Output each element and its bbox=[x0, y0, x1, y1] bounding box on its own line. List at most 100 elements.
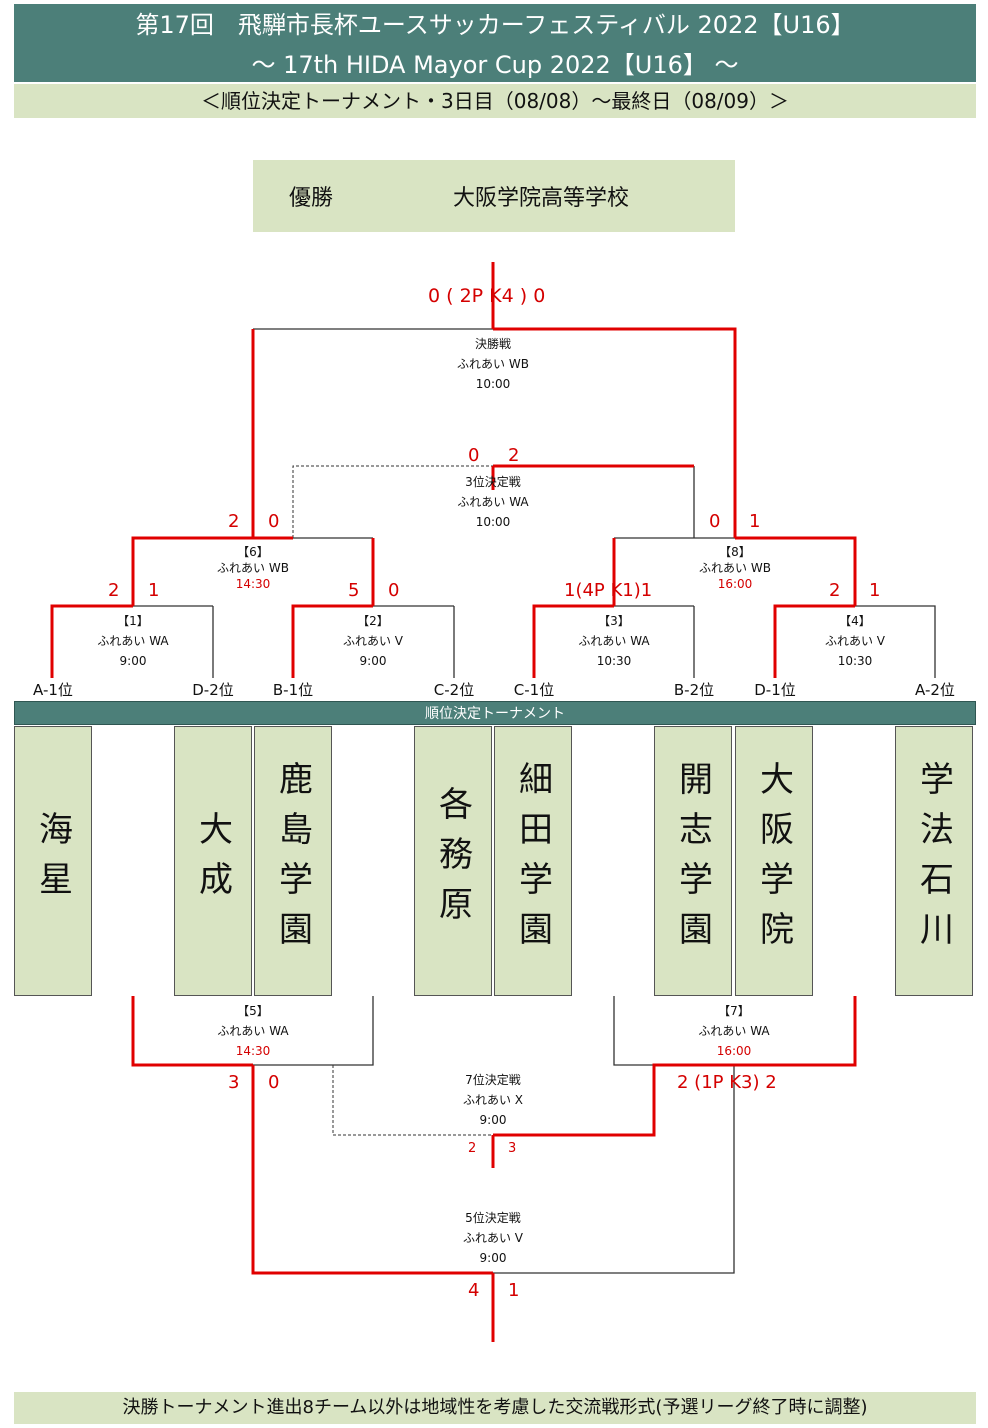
team-name: 開志学園 bbox=[672, 761, 713, 961]
win-m6 bbox=[131, 536, 293, 606]
subtitle: ＜順位決定トーナメント・3日目（08/08）～最終日（08/09）＞ bbox=[14, 84, 976, 118]
final-score: 0 ( 2P K4 ) 0 bbox=[428, 285, 546, 307]
m6-score-left: 2 bbox=[228, 511, 240, 532]
m6-info: 【6】 ふれあい WB 14:30 bbox=[183, 544, 323, 592]
fifth-score-right: 1 bbox=[508, 1280, 520, 1301]
m2-score-right: 0 bbox=[388, 580, 400, 601]
m3-score: 1(4P K1)1 bbox=[564, 580, 653, 601]
seventh-info: 7位決定戦 ふれあい X 9:00 bbox=[423, 1070, 563, 1130]
fifth-info: 5位決定戦 ふれあい V 9:00 bbox=[423, 1208, 563, 1268]
fifth-name: 5位決定戦 bbox=[465, 1211, 521, 1225]
m4-name: 【4】 bbox=[839, 614, 871, 628]
win-m5 bbox=[131, 996, 253, 1067]
team-column: 開志学園 bbox=[654, 726, 732, 996]
seventh-score-right: 3 bbox=[508, 1141, 517, 1156]
m4-score-right: 1 bbox=[869, 580, 881, 601]
win-m7 bbox=[734, 996, 857, 1067]
title-bar: 第17回 飛騨市長杯ユースサッカーフェスティバル 2022【U16】 ～ 17t… bbox=[14, 4, 976, 82]
team-column: 各務原 bbox=[414, 726, 492, 996]
m4-time: 10:30 bbox=[837, 654, 873, 668]
m8-time: 16:00 bbox=[717, 577, 753, 591]
third-name: 3位決定戦 bbox=[465, 475, 521, 489]
win-final-right bbox=[493, 327, 737, 538]
m7-info: 【7】 ふれあい WA 16:00 bbox=[664, 1001, 804, 1061]
team-name: 大阪学院 bbox=[753, 761, 794, 961]
seed-label: C-2位 bbox=[433, 681, 475, 699]
m6-time: 14:30 bbox=[235, 577, 271, 591]
final-venue: ふれあい WB bbox=[457, 357, 529, 371]
seed-label: D-2位 bbox=[192, 681, 234, 699]
third-score-right: 2 bbox=[508, 445, 520, 466]
team-name: 各務原 bbox=[432, 786, 473, 936]
line-m4-top bbox=[855, 605, 936, 678]
team-name: 学法石川 bbox=[913, 761, 954, 961]
third-time: 10:00 bbox=[475, 515, 511, 529]
third-venue: ふれあい WA bbox=[457, 495, 529, 509]
team-column: 大阪学院 bbox=[735, 726, 813, 996]
third-score-left: 0 bbox=[468, 445, 480, 466]
win-b1 bbox=[291, 604, 373, 678]
win-d1 bbox=[773, 604, 855, 678]
team-column: 細田学園 bbox=[494, 726, 572, 996]
m5-time: 14:30 bbox=[235, 1044, 271, 1058]
m5-score-right: 0 bbox=[268, 1072, 280, 1093]
m3-info: 【3】 ふれあい WA 10:30 bbox=[544, 611, 684, 671]
champion-team: 大阪学院高等学校 bbox=[453, 186, 630, 211]
seed-label: D-1位 bbox=[754, 681, 796, 699]
m1-name: 【1】 bbox=[117, 614, 149, 628]
m2-score-left: 5 bbox=[348, 580, 360, 601]
m7-time: 16:00 bbox=[716, 1044, 752, 1058]
m6-venue: ふれあい WB bbox=[217, 561, 289, 575]
m4-score-left: 2 bbox=[829, 580, 841, 601]
m5-name: 【5】 bbox=[237, 1004, 269, 1018]
title-english: ～ 17th HIDA Mayor Cup 2022【U16】 ～ bbox=[251, 51, 739, 79]
fifth-score-left: 4 bbox=[468, 1280, 480, 1301]
third-info: 3位決定戦 ふれあい WA 10:00 bbox=[423, 472, 563, 532]
m1-score-right: 1 bbox=[148, 580, 160, 601]
m7-venue: ふれあい WA bbox=[698, 1024, 770, 1038]
m2-time: 9:00 bbox=[359, 654, 387, 668]
seed-label: A-1位 bbox=[33, 681, 73, 699]
m3-name: 【3】 bbox=[598, 614, 630, 628]
team-column: 鹿島学園 bbox=[254, 726, 332, 996]
seed-label: C-1位 bbox=[513, 681, 555, 699]
seventh-name: 7位決定戦 bbox=[465, 1073, 521, 1087]
seventh-venue: ふれあい X bbox=[462, 1093, 524, 1107]
m2-info: 【2】 ふれあい V 9:00 bbox=[303, 611, 443, 671]
m6-score-right: 0 bbox=[268, 511, 280, 532]
m1-venue: ふれあい WA bbox=[97, 634, 169, 648]
final-time: 10:00 bbox=[475, 377, 511, 391]
tournament-band: 順位決定トーナメント bbox=[14, 701, 976, 725]
m5-score-left: 3 bbox=[228, 1072, 240, 1093]
win-c1 bbox=[532, 604, 614, 678]
m1-time: 9:00 bbox=[119, 654, 147, 668]
m8-venue: ふれあい WB bbox=[699, 561, 771, 575]
m3-time: 10:30 bbox=[596, 654, 632, 668]
champion-box: 優勝 大阪学院高等学校 bbox=[253, 160, 735, 232]
line-seventh-left-dashed bbox=[332, 1065, 493, 1136]
seventh-score-left: 2 bbox=[468, 1141, 477, 1156]
m4-venue: ふれあい V bbox=[824, 634, 886, 648]
win-m8 bbox=[735, 536, 857, 606]
team-column: 学法石川 bbox=[895, 726, 973, 996]
team-name: 海星 bbox=[32, 811, 73, 911]
line-third-left-dashed bbox=[292, 465, 493, 538]
m8-score-left: 0 bbox=[709, 511, 721, 532]
m3-venue: ふれあい WA bbox=[578, 634, 650, 648]
team-name: 大成 bbox=[192, 811, 233, 911]
line-fifth-right bbox=[493, 1065, 735, 1274]
team-name: 鹿島学園 bbox=[272, 761, 313, 961]
seed-label: B-2位 bbox=[673, 681, 715, 699]
m1-info: 【1】 ふれあい WA 9:00 bbox=[63, 611, 203, 671]
m7-name: 【7】 bbox=[718, 1004, 750, 1018]
m2-name: 【2】 bbox=[357, 614, 389, 628]
m2-venue: ふれあい V bbox=[342, 634, 404, 648]
champion-label: 優勝 bbox=[289, 186, 334, 211]
m8-info: 【8】 ふれあい WB 16:00 bbox=[665, 544, 805, 592]
win-seventh bbox=[493, 1063, 734, 1137]
team-column: 大成 bbox=[174, 726, 252, 996]
m1-score-left: 2 bbox=[108, 580, 120, 601]
win-a1 bbox=[50, 604, 133, 678]
seed-label: A-2位 bbox=[915, 681, 955, 699]
